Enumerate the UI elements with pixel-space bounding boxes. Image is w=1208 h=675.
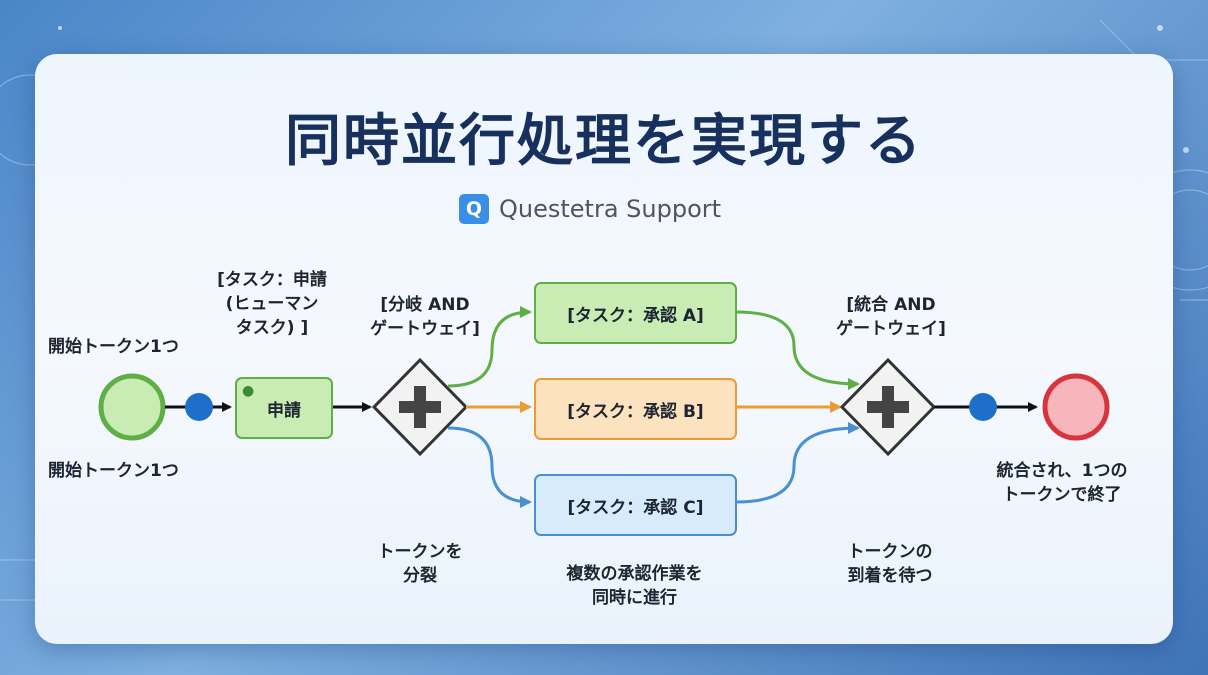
questetra-logo-icon: Q <box>459 194 489 224</box>
end-caption-line1: 統合され、1つの <box>996 461 1128 481</box>
join-gateway-label: [統合 AND ゲートウェイ] <box>816 293 966 341</box>
split-caption-line2: 分裂 <box>403 566 437 586</box>
task-approve-a[interactable]: [タスク：承認 A] <box>534 282 737 344</box>
parallel-caption-line1: 複数の承認作業を <box>566 564 703 584</box>
split-gateway-label: [分岐 AND ゲートウェイ] <box>350 293 500 341</box>
parallel-caption: 複数の承認作業を 同時に進行 <box>532 562 737 610</box>
task-c-label: [タスク：承認 C] <box>567 497 704 518</box>
flow-task-a-to-join <box>735 310 860 390</box>
task-approve-c[interactable]: [タスク：承認 C] <box>534 474 737 536</box>
join-label-line2: ゲートウェイ] <box>836 319 946 339</box>
split-and-gateway <box>371 357 469 457</box>
join-label-line1: [統合 AND <box>846 295 936 315</box>
join-caption: トークンの 到着を待つ <box>830 540 950 588</box>
flow-split-to-task-c <box>447 426 532 508</box>
human-task-apply[interactable]: ● 申請 <box>235 377 333 439</box>
split-label-line1: [分岐 AND <box>380 295 470 315</box>
flow-split-to-task-a <box>447 306 532 388</box>
token-dot <box>185 393 213 421</box>
split-label-line2: ゲートウェイ] <box>370 319 480 339</box>
end-caption-line2: トークンで終了 <box>1002 485 1122 505</box>
human-task-caption: [タスク：申請 (ヒューマン タスク) ] <box>202 268 342 340</box>
task-b-label: [タスク：承認 B] <box>567 401 704 422</box>
split-caption: トークンを 分裂 <box>360 540 480 588</box>
task-approve-b[interactable]: [タスク：承認 B] <box>534 378 737 440</box>
flow-task-c-to-join <box>735 422 860 504</box>
human-task-caption-line2: (ヒューマン <box>225 294 319 314</box>
join-and-gateway <box>839 357 937 457</box>
start-top-label: 開始トークン1つ <box>48 337 179 357</box>
split-caption-line1: トークンを <box>377 542 463 562</box>
token-dot <box>969 393 997 421</box>
end-caption: 統合され、1つの トークンで終了 <box>982 459 1142 507</box>
join-caption-line1: トークンの <box>847 542 933 562</box>
start-bottom-label: 開始トークン1つ <box>48 461 179 481</box>
start-event <box>98 373 166 441</box>
human-task-caption-line3: タスク) ] <box>235 318 309 338</box>
parallel-caption-line2: 同時に進行 <box>592 588 677 608</box>
user-icon: ● <box>242 383 255 399</box>
end-event <box>1042 373 1110 441</box>
join-caption-line2: 到着を待つ <box>847 566 933 586</box>
human-task-caption-line1: [タスク：申請 <box>217 270 327 290</box>
task-a-label: [タスク：承認 A] <box>567 305 704 326</box>
brand[interactable]: Q Questetra Support <box>459 194 721 224</box>
diagram-card <box>35 54 1173 644</box>
human-task-text: 申請 <box>267 400 301 421</box>
page-title: 同時並行処理を実現する <box>285 109 923 174</box>
brand-name: Questetra Support <box>499 195 722 223</box>
